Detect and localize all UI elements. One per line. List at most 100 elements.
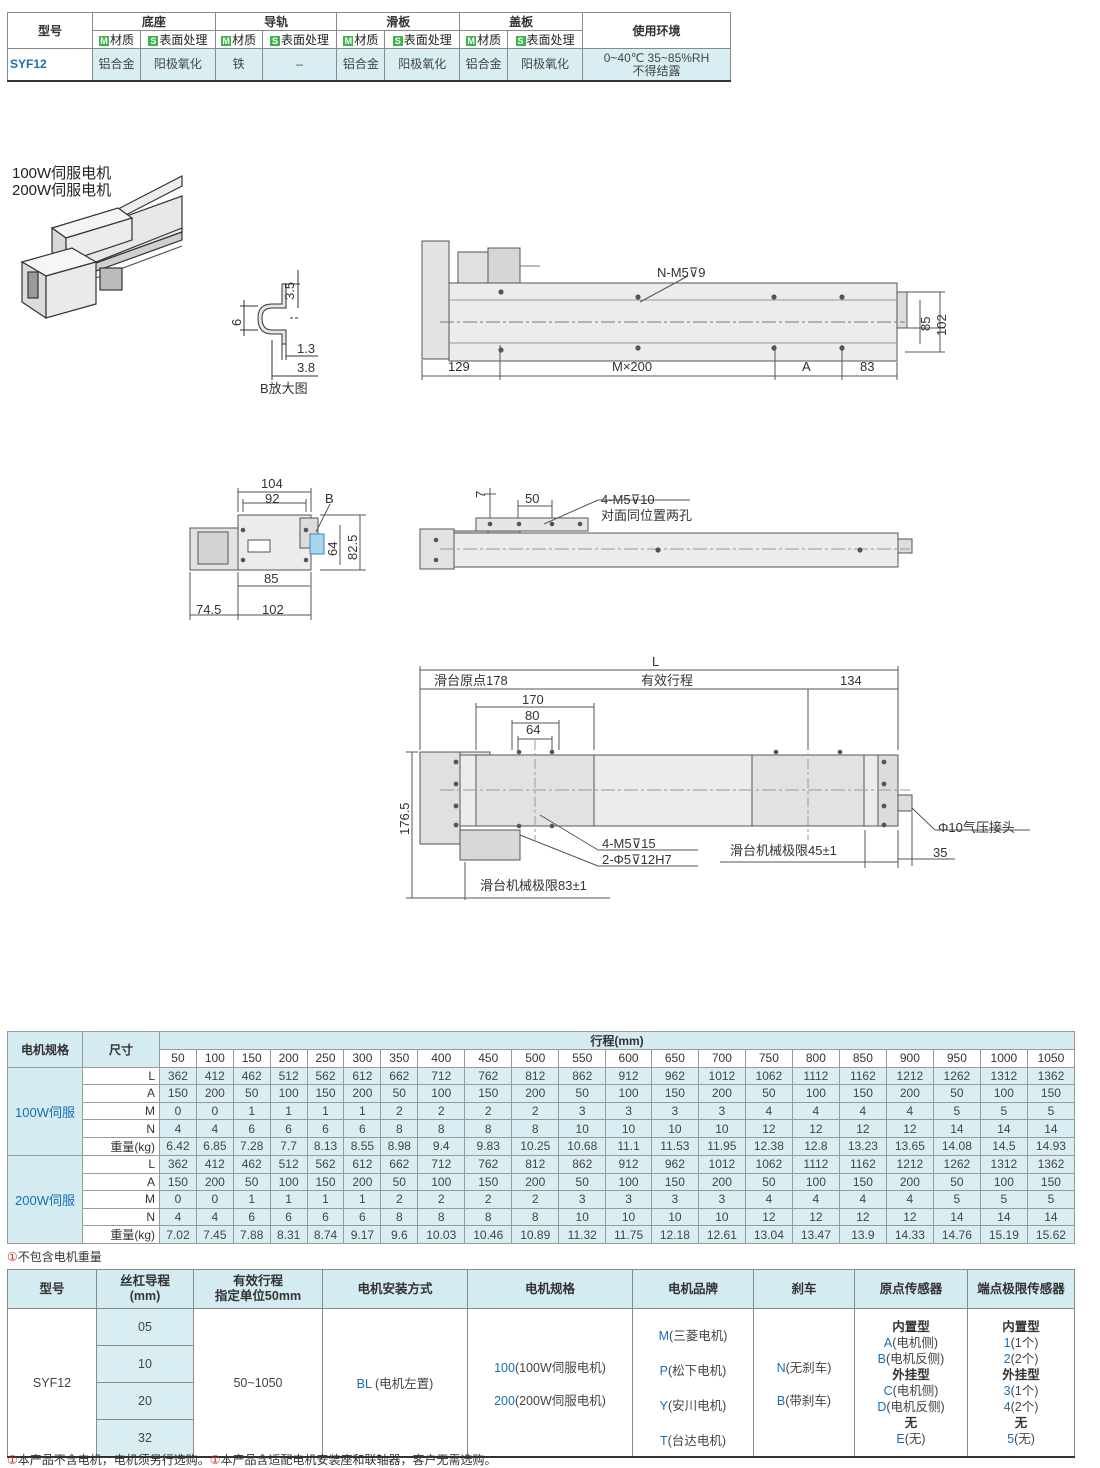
dimension-value: 812 xyxy=(511,1154,560,1174)
dimension-value: 150 xyxy=(159,1172,197,1192)
dimension-value: 11.95 xyxy=(697,1136,746,1156)
end-view-dim-64: 64 xyxy=(325,542,340,556)
detail-b-drawing xyxy=(240,270,318,380)
s-badge: S xyxy=(515,36,526,46)
weight-note: ①不包含电机重量 xyxy=(7,1250,102,1264)
dimension-value: 6 xyxy=(306,1119,345,1138)
stroke-header-cell: 300 xyxy=(343,1049,382,1068)
bottom-view-dim-134: 134 xyxy=(840,673,862,688)
dimension-value: 3 xyxy=(650,1190,699,1209)
dimension-value: 1262 xyxy=(932,1066,981,1086)
dimension-value: 5 xyxy=(932,1190,981,1209)
dimension-value: 10.68 xyxy=(558,1136,607,1156)
base-surface: 阳极氧化 xyxy=(139,48,216,82)
dimension-value: 1 xyxy=(269,1190,308,1209)
dimension-value: 14 xyxy=(1026,1207,1076,1227)
stroke-header-cell: 750 xyxy=(744,1049,793,1068)
end-view-dim-102: 102 xyxy=(262,602,284,617)
dimension-value: 762 xyxy=(464,1154,513,1174)
dimension-value: 150 xyxy=(464,1084,513,1103)
bottom-view-limit83: 滑台机械极限83±1 xyxy=(480,878,587,893)
dimension-value: 200 xyxy=(343,1084,382,1103)
limit-sensor-options: 内置型 1(1个) 2(2个) 外挂型 3(1个) 4(2个) 无 5(无) xyxy=(967,1308,1075,1458)
stroke-header-cell: 500 xyxy=(511,1049,560,1068)
cover-surface: 阳极氧化 xyxy=(507,48,583,82)
bottom-view-air: Φ10气压接头 xyxy=(938,820,1015,835)
bottom-view-dim-L: L xyxy=(652,654,659,669)
dimension-value: 50 xyxy=(380,1172,419,1192)
dimension-value: 562 xyxy=(306,1066,345,1086)
dimension-value: 14.08 xyxy=(932,1136,981,1156)
dimension-value: 512 xyxy=(269,1154,308,1174)
order-header-origin: 原点传感器 xyxy=(854,1269,968,1309)
dimension-value: 8 xyxy=(511,1207,560,1227)
dimension-value: 150 xyxy=(1026,1172,1076,1192)
bottom-view-dim-35: 35 xyxy=(933,845,947,860)
dimension-value: 100 xyxy=(417,1172,466,1192)
dimension-value: 14.33 xyxy=(885,1225,934,1245)
dimension-value: 0 xyxy=(195,1190,234,1209)
dimension-value: 4 xyxy=(195,1119,234,1138)
mat-model: SYF12 xyxy=(7,48,93,82)
dimension-value: 4 xyxy=(744,1101,793,1121)
top-view-dim-85: 85 xyxy=(918,317,933,331)
mat-header-rail: 导轨 xyxy=(214,12,338,31)
dimension-value: 10.46 xyxy=(464,1225,513,1245)
dimension-value: 6.42 xyxy=(159,1136,197,1156)
dimension-value: 4 xyxy=(791,1101,840,1121)
end-view-holes xyxy=(240,527,309,563)
dimension-value: 1 xyxy=(232,1190,271,1209)
dimension-value: 5 xyxy=(1026,1190,1076,1209)
dimension-name: N xyxy=(82,1119,160,1138)
end-view-dim-92: 92 xyxy=(265,491,279,506)
motor-options: 100(100W伺服电机) 200(200W伺服电机) xyxy=(467,1308,633,1458)
bottom-view-drawing xyxy=(406,666,1030,900)
brake-options: N(无刹车) B(带刹车) xyxy=(753,1308,855,1458)
dimension-value: 8.13 xyxy=(306,1136,345,1156)
dimension-value: 5 xyxy=(1026,1101,1076,1121)
dimension-value: 512 xyxy=(269,1066,308,1086)
dimension-value: 100 xyxy=(605,1084,652,1103)
dimension-value: 13.23 xyxy=(838,1136,887,1156)
dimension-value: 4 xyxy=(195,1207,234,1227)
order-code-table: 型号 丝杠导程(mm) 有效行程指定单位50mm 电机安装方式 电机规格 电机品… xyxy=(7,1269,1075,1458)
dimension-value: 8 xyxy=(380,1207,419,1227)
stroke-header-cell: 950 xyxy=(932,1049,981,1068)
dimension-value: 8 xyxy=(417,1207,466,1227)
dimension-value: 6 xyxy=(232,1119,271,1138)
cover-material: 铝合金 xyxy=(459,48,509,82)
s-badge: S xyxy=(269,36,280,46)
dimension-value: 1 xyxy=(306,1101,345,1121)
dim-header-stroke: 行程(mm) xyxy=(159,1031,1075,1050)
motor-group-label: 100W伺服 xyxy=(7,1066,83,1156)
dimension-value: 12 xyxy=(885,1119,934,1138)
dimension-value: 10.03 xyxy=(417,1225,466,1245)
detail-b-dim-6: 6 xyxy=(229,319,244,326)
order-header-brake: 刹车 xyxy=(753,1269,855,1309)
dimension-value: 1 xyxy=(232,1101,271,1121)
stroke-header-cell: 650 xyxy=(650,1049,699,1068)
lead-option: 32 xyxy=(96,1419,194,1458)
dimension-name: 重量(kg) xyxy=(82,1136,160,1156)
dimension-name: A xyxy=(82,1172,160,1192)
stroke-header-cell: 550 xyxy=(558,1049,607,1068)
dimension-value: 14 xyxy=(979,1207,1028,1227)
dimension-value: 200 xyxy=(511,1172,560,1192)
dimension-value: 11.53 xyxy=(650,1136,699,1156)
dimension-value: 8.31 xyxy=(269,1225,308,1245)
dimension-value: 412 xyxy=(195,1066,234,1086)
dimension-value: 200 xyxy=(343,1172,382,1192)
dimension-value: 100 xyxy=(979,1172,1028,1192)
dimension-value: 11.75 xyxy=(605,1225,652,1245)
side-view-hole-label: 4-M5⊽10 xyxy=(601,492,655,507)
dimension-value: 1012 xyxy=(697,1066,746,1086)
stroke-header-cell: 1000 xyxy=(979,1049,1028,1068)
dimension-value: 12 xyxy=(791,1119,840,1138)
dimension-value: 3 xyxy=(605,1190,652,1209)
dimension-value: 1312 xyxy=(979,1066,1028,1086)
dimension-value: 100 xyxy=(417,1084,466,1103)
